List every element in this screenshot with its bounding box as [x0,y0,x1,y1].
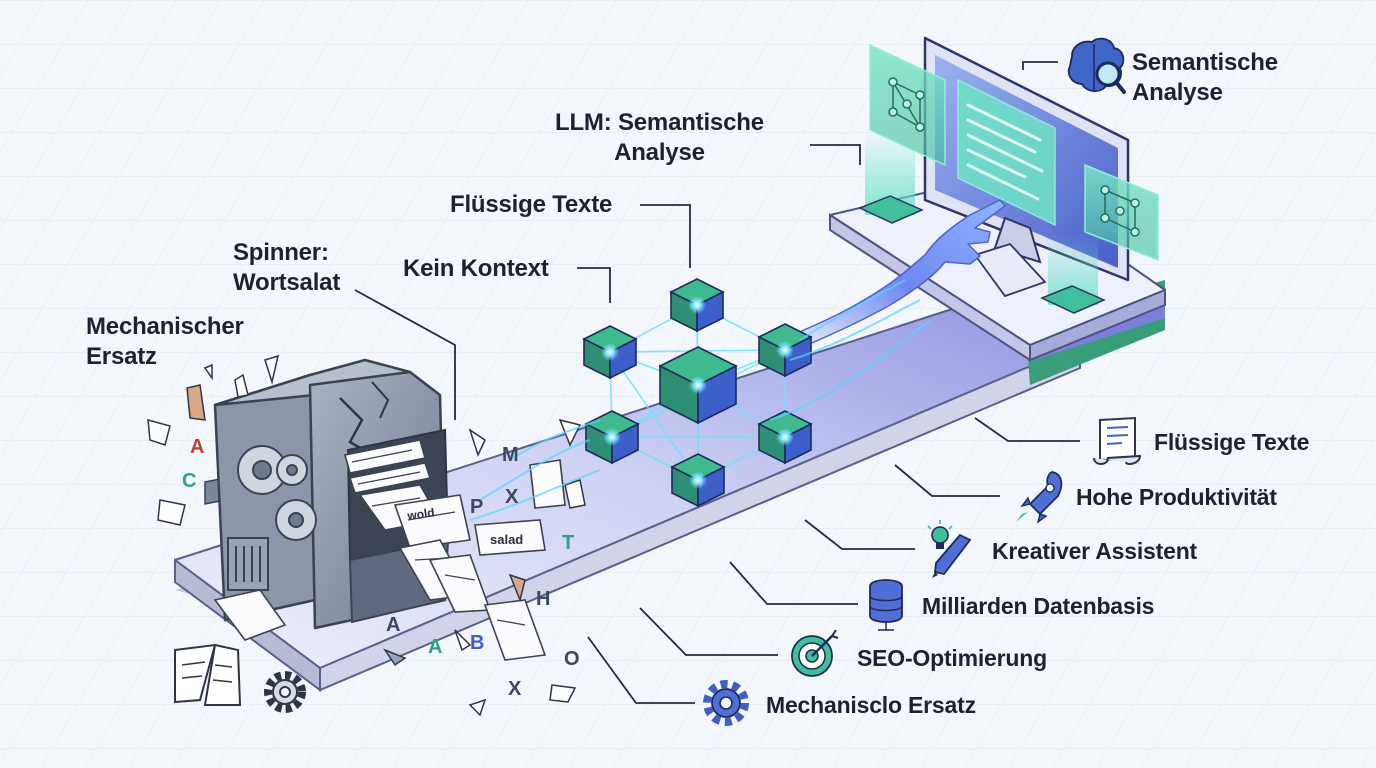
paper-scribbles [351,449,526,626]
network-node-glow [601,343,619,361]
broken-gear-icon [264,671,306,713]
brain-magnifier-icon [1067,37,1126,94]
screen-text-lines [966,103,1044,201]
label-line: Semantische [1132,49,1278,76]
floating-letter: X [508,678,522,700]
machine-gears [237,445,317,541]
label-semantic-analysis-top: Semantische Analyse [1132,48,1278,108]
rocket-icon [1016,471,1063,524]
network-node-glow [688,296,706,314]
benefit-mechanical-replacement: Mechanisclo Ersatz [766,692,976,718]
floating-letter: H [536,588,551,610]
floating-letter: T [562,532,575,554]
paper-strips [213,439,566,661]
label-connectors [354,61,1080,704]
paper-word-wold: wold [405,505,435,523]
benefit-billion-database: Milliarden Datenbasis [922,593,1155,619]
network-node-glow [603,428,621,446]
network-node-glow [776,341,794,359]
network-cube [658,346,738,425]
broken-document-icon [174,643,242,706]
label-fluent-texts-mid: Flüssige Texte [450,191,613,218]
keyboard [973,242,1047,298]
data-streams [469,279,931,521]
floating-letter: B [470,632,485,654]
floating-letter: O [564,648,580,670]
paper-scraps [147,354,586,717]
gear-icon [703,680,749,726]
floating-letter: A [386,614,401,636]
label-llm-semantic-analysis: LLM: Semantische Analyse [555,108,764,168]
floating-letter: A [428,636,443,658]
database-icon [869,579,903,631]
label-no-context: Kein Kontext [403,255,549,282]
holo-emitter-left [858,195,924,224]
label-line: Mechanischer [86,313,244,340]
label-line: Wortsalat [233,269,341,296]
target-icon [791,629,839,677]
holo-emitter-right [1040,285,1106,314]
label-line: Spinner: [233,239,329,266]
label-line: LLM: Semantische [555,109,764,136]
floating-letter: M [502,444,519,466]
floating-letter: X [505,486,519,508]
paper-word-salad: salad [490,532,523,547]
label-mechanical-replacement: Mechanischer Ersatz [86,312,244,372]
benefit-seo-optimization: SEO-Optimierung [857,645,1047,671]
floating-letter: C [182,470,197,492]
hologram-panel-right [1084,163,1159,262]
benefit-high-productivity: Hohe Produktivität [1076,484,1277,510]
label-spinner-word-salad: Spinner: Wortsalat [233,238,340,298]
network-node-glow [689,376,707,394]
floating-letter: P [470,496,484,518]
label-line: Analyse [1132,79,1223,106]
label-line: Analyse [614,139,705,166]
network-node-glow [689,471,707,489]
benefit-creative-assistant: Kreativer Assistent [992,538,1197,564]
floating-letter: A [190,436,205,458]
benefit-fluent-texts: Flüssige Texte [1154,429,1310,455]
scroll-document-icon [1093,416,1142,465]
network-node-glow [776,428,794,446]
network-cube [670,453,726,508]
lightbulb-pen-icon [927,520,972,578]
reaching-hand [779,199,1006,353]
label-line: Ersatz [86,343,157,370]
machine-vent [227,537,269,591]
